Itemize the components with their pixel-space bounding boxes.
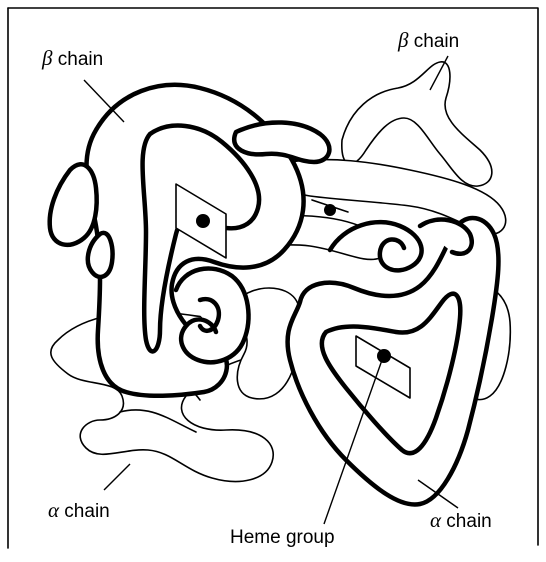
alpha-chain-text: chain	[59, 501, 110, 522]
beta-symbol: β	[398, 28, 408, 52]
beta-chain-left-arm-2	[88, 233, 113, 277]
label-alpha-chain-right: α chain	[428, 510, 494, 531]
alpha-symbol: α	[48, 498, 59, 522]
beta-symbol: β	[42, 46, 52, 70]
label-beta-chain-left: β chain	[40, 48, 105, 69]
label-beta-chain-right: β chain	[396, 30, 461, 51]
label-heme-group: Heme group	[228, 528, 337, 547]
leader-alpha-left	[104, 464, 130, 490]
heme-iron-beta	[196, 214, 210, 228]
alpha-symbol: α	[430, 508, 441, 532]
beta-chain-text: chain	[408, 31, 459, 52]
beta-chain-left-arm	[50, 164, 97, 245]
alpha-chain-right	[288, 218, 499, 505]
alpha-chain-text: chain	[441, 511, 492, 532]
heme-iron-alpha	[377, 349, 391, 363]
beta-chain-text: chain	[52, 49, 103, 70]
label-alpha-chain-left: α chain	[46, 500, 112, 521]
